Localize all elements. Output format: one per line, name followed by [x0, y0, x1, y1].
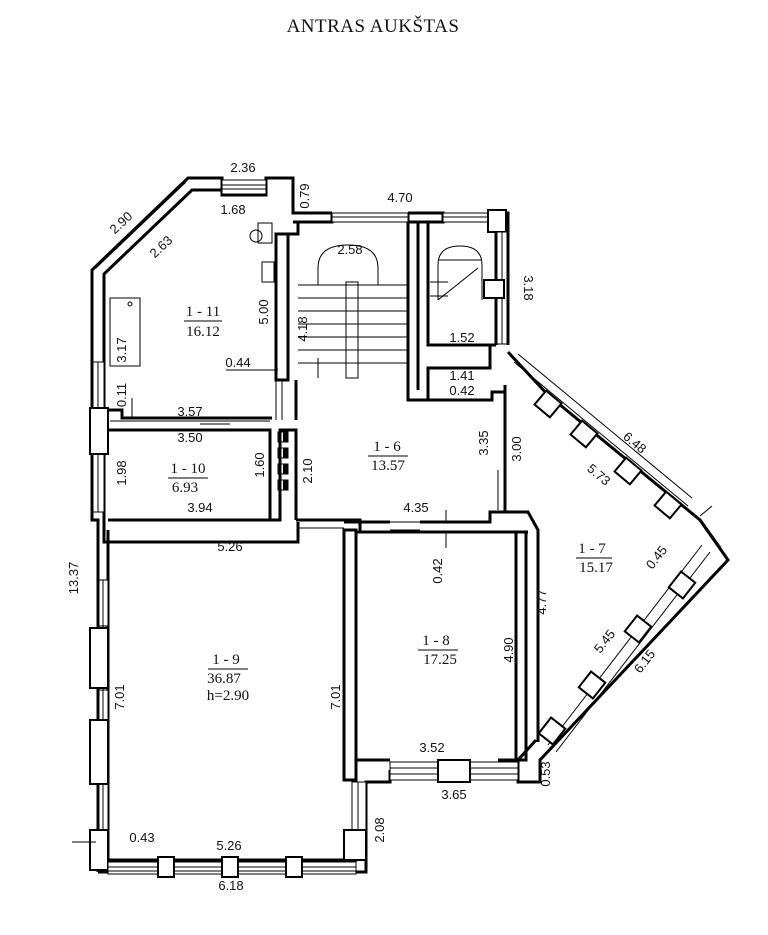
svg-text:4.18: 4.18: [295, 316, 310, 341]
svg-text:1 - 6: 1 - 6: [373, 439, 401, 455]
svg-text:2.36: 2.36: [230, 160, 255, 175]
svg-text:7.01: 7.01: [112, 684, 127, 709]
svg-text:4.77: 4.77: [534, 589, 549, 614]
svg-text:3.00: 3.00: [509, 436, 524, 461]
door-openings: [110, 380, 506, 531]
svg-text:13.37: 13.37: [66, 562, 81, 595]
svg-text:0.43: 0.43: [129, 830, 154, 845]
svg-text:2.58: 2.58: [337, 242, 362, 257]
stairs: [298, 244, 483, 379]
svg-text:1.98: 1.98: [114, 460, 129, 485]
svg-text:16.12: 16.12: [186, 324, 220, 340]
svg-text:6.48: 6.48: [620, 429, 649, 457]
svg-text:3.18: 3.18: [521, 275, 536, 300]
room-1-11: 1 - 11 16.12: [184, 304, 222, 340]
dimension-leaders: [72, 358, 713, 843]
svg-text:0.44: 0.44: [225, 355, 250, 370]
svg-text:4.90: 4.90: [501, 637, 516, 662]
room-1-6: 1 - 6 13.57: [368, 439, 408, 474]
svg-text:h=2.90: h=2.90: [207, 688, 249, 704]
svg-text:5.26: 5.26: [217, 539, 242, 554]
bathroom-fixtures: [109, 222, 289, 491]
svg-text:0.79: 0.79: [297, 183, 312, 208]
svg-text:1.60: 1.60: [252, 452, 267, 477]
svg-text:5.26: 5.26: [216, 838, 241, 853]
room-1-7: 1 - 7 15.17: [576, 541, 613, 576]
svg-text:4.70: 4.70: [387, 190, 412, 205]
plan-title: ANTRAS AUKŠTAS: [287, 15, 460, 37]
svg-text:0.42: 0.42: [449, 383, 474, 398]
svg-text:4.35: 4.35: [403, 500, 428, 515]
svg-text:3.17: 3.17: [114, 337, 129, 362]
svg-text:6.15: 6.15: [631, 647, 658, 676]
room-1-10: 1 - 10 6.93: [168, 461, 208, 496]
svg-text:15.17: 15.17: [579, 560, 613, 576]
svg-text:2.08: 2.08: [372, 817, 387, 842]
svg-text:5.00: 5.00: [256, 299, 271, 324]
svg-text:3.57: 3.57: [177, 404, 202, 419]
svg-text:3.65: 3.65: [441, 787, 466, 802]
svg-text:2.63: 2.63: [147, 233, 176, 261]
svg-text:3.52: 3.52: [419, 740, 444, 755]
svg-text:0.11: 0.11: [114, 383, 129, 407]
interior-walls: [104, 222, 528, 782]
svg-text:1 - 8: 1 - 8: [422, 633, 450, 649]
svg-text:1.41: 1.41: [449, 368, 474, 383]
svg-text:17.25: 17.25: [423, 652, 457, 668]
chimney-flues: [277, 431, 289, 491]
svg-text:3.94: 3.94: [187, 500, 212, 515]
svg-text:36.87: 36.87: [207, 671, 241, 687]
svg-text:13.57: 13.57: [371, 458, 405, 474]
svg-text:3.50: 3.50: [177, 430, 202, 445]
svg-text:1 - 7: 1 - 7: [578, 541, 606, 557]
windows: [89, 179, 711, 878]
svg-text:5.73: 5.73: [584, 461, 613, 489]
room-1-9: 1 - 9 36.87 h=2.90: [207, 652, 249, 704]
svg-text:0.42: 0.42: [430, 558, 445, 583]
svg-text:0.53: 0.53: [538, 761, 553, 786]
svg-text:1 - 11: 1 - 11: [186, 304, 220, 320]
svg-text:1 - 10: 1 - 10: [171, 461, 206, 477]
room-1-8: 1 - 8 17.25: [418, 633, 458, 668]
svg-text:6.93: 6.93: [172, 480, 198, 496]
svg-text:0.45: 0.45: [643, 543, 670, 572]
svg-text:3.35: 3.35: [476, 430, 491, 455]
svg-text:7.01: 7.01: [328, 684, 343, 709]
svg-text:1.52: 1.52: [449, 330, 474, 345]
svg-text:2.10: 2.10: [300, 458, 315, 483]
svg-text:1 - 9: 1 - 9: [212, 652, 240, 668]
svg-text:5.45: 5.45: [591, 627, 618, 656]
svg-text:6.18: 6.18: [218, 878, 243, 893]
svg-text:1.68: 1.68: [220, 202, 245, 217]
